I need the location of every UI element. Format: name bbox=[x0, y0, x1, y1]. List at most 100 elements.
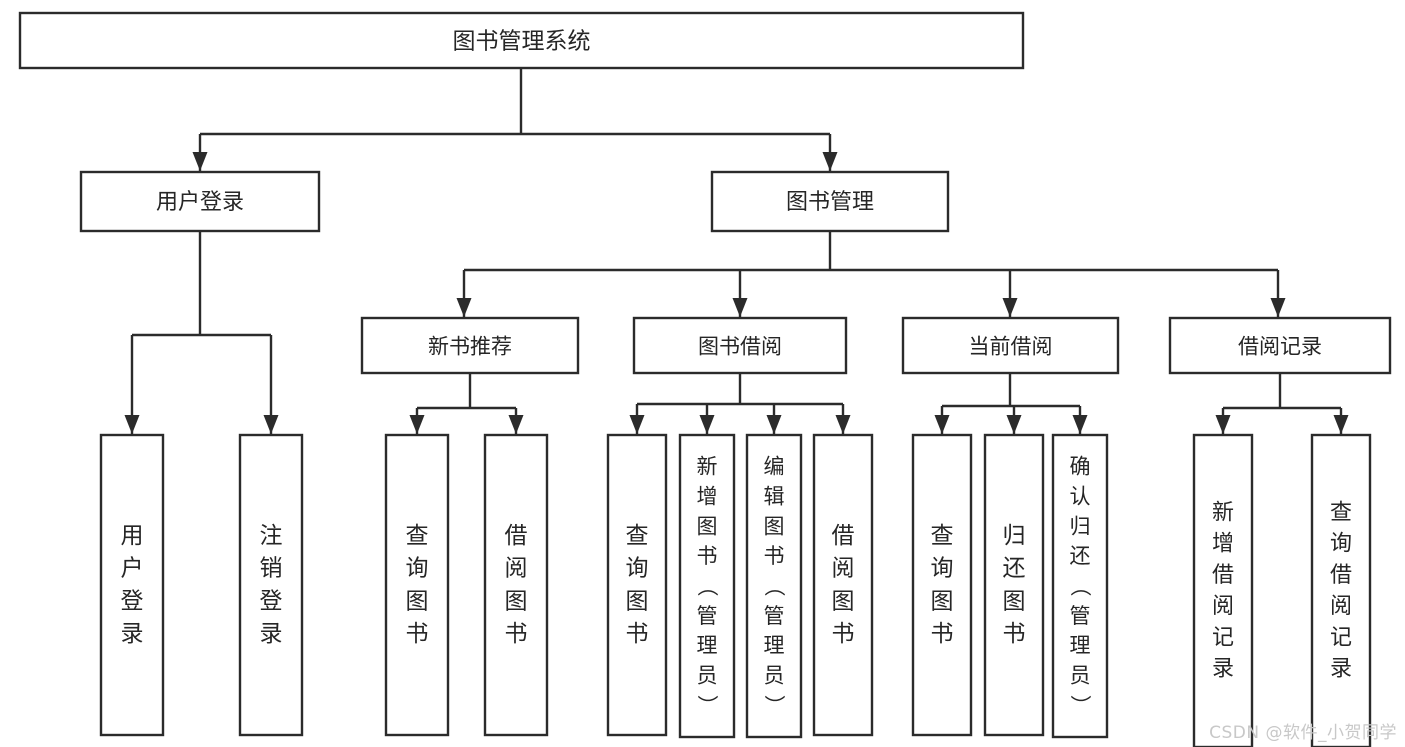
svg-text:还: 还 bbox=[1070, 544, 1091, 568]
nodes-layer: 图书管理系统用户登录图书管理新书推荐图书借阅当前借阅借阅记录用户登录注销登录查询… bbox=[18, 11, 1392, 747]
svg-text:记: 记 bbox=[1212, 625, 1234, 650]
level1-label: 用户登录 bbox=[156, 190, 244, 215]
leaf-box[interactable] bbox=[745, 433, 803, 739]
svg-text:注: 注 bbox=[260, 523, 283, 549]
leaf-box[interactable] bbox=[1310, 433, 1372, 747]
svg-text:询: 询 bbox=[626, 556, 649, 582]
svg-text:录: 录 bbox=[121, 621, 144, 647]
level1-box[interactable] bbox=[79, 170, 321, 233]
leaf-box[interactable] bbox=[238, 433, 304, 737]
svg-text:书: 书 bbox=[931, 621, 954, 647]
svg-text:书: 书 bbox=[764, 544, 785, 568]
level2-box[interactable] bbox=[632, 316, 848, 375]
connector-user-login-to-leaves bbox=[124, 231, 279, 434]
svg-text:图: 图 bbox=[931, 588, 954, 614]
svg-text:录: 录 bbox=[1330, 657, 1352, 682]
root-label: 图书管理系统 bbox=[453, 29, 591, 55]
leaf-box[interactable] bbox=[983, 433, 1045, 737]
level2-box[interactable] bbox=[360, 316, 580, 375]
level2-label: 图书借阅 bbox=[698, 335, 782, 359]
svg-text:图: 图 bbox=[626, 588, 649, 614]
connector-book-borrow-to-leaves bbox=[629, 373, 851, 434]
svg-text:员: 员 bbox=[697, 663, 718, 687]
svg-text:（: （ bbox=[762, 576, 786, 597]
svg-text:增: 增 bbox=[697, 485, 718, 509]
node-book-management[interactable]: 图书管理 bbox=[710, 170, 950, 233]
leaf-box[interactable] bbox=[911, 433, 973, 737]
svg-text:）: ） bbox=[695, 695, 719, 716]
leaf-box[interactable] bbox=[483, 433, 549, 737]
svg-text:查: 查 bbox=[626, 523, 649, 549]
svg-text:管: 管 bbox=[764, 604, 785, 628]
svg-text:借: 借 bbox=[1212, 563, 1234, 588]
svg-text:阅: 阅 bbox=[1212, 594, 1234, 619]
node-root[interactable]: 图书管理系统 bbox=[18, 11, 1025, 70]
leaf-box[interactable] bbox=[678, 433, 736, 739]
leaf-box[interactable] bbox=[606, 433, 668, 737]
level1-box[interactable] bbox=[710, 170, 950, 233]
svg-text:登: 登 bbox=[260, 588, 283, 614]
svg-text:图: 图 bbox=[697, 514, 718, 538]
svg-text:（: （ bbox=[695, 576, 719, 597]
level2-label: 新书推荐 bbox=[428, 335, 512, 359]
leaf-box[interactable] bbox=[99, 433, 165, 737]
connector-root-to-level1 bbox=[192, 68, 838, 171]
svg-text:书: 书 bbox=[1003, 621, 1026, 647]
svg-text:（: （ bbox=[1068, 576, 1092, 597]
svg-text:录: 录 bbox=[1212, 657, 1234, 682]
svg-text:书: 书 bbox=[626, 621, 649, 647]
svg-text:记: 记 bbox=[1330, 625, 1352, 650]
svg-text:）: ） bbox=[762, 695, 786, 716]
node-book-borrow[interactable]: 图书借阅 bbox=[632, 316, 848, 375]
level2-label: 借阅记录 bbox=[1238, 335, 1322, 359]
svg-text:阅: 阅 bbox=[832, 556, 855, 582]
svg-text:）: ） bbox=[1068, 695, 1092, 716]
leaf-box[interactable] bbox=[1051, 433, 1109, 739]
root-box[interactable] bbox=[18, 11, 1025, 70]
node-current-borrow[interactable]: 当前借阅 bbox=[901, 316, 1120, 375]
svg-text:新: 新 bbox=[697, 455, 718, 479]
connector-new-book-recommend-to-leaves bbox=[409, 373, 524, 434]
leaf-box[interactable] bbox=[812, 433, 874, 737]
node-new-book-recommend[interactable]: 新书推荐 bbox=[360, 316, 580, 375]
svg-text:销: 销 bbox=[260, 556, 283, 582]
svg-text:图: 图 bbox=[406, 588, 429, 614]
edges-layer bbox=[124, 68, 1349, 434]
svg-text:借: 借 bbox=[505, 523, 528, 549]
node-borrow-record[interactable]: 借阅记录 bbox=[1168, 316, 1392, 375]
svg-text:新: 新 bbox=[1212, 500, 1234, 525]
svg-text:辑: 辑 bbox=[764, 485, 785, 509]
leaf-box[interactable] bbox=[1192, 433, 1254, 747]
svg-text:编: 编 bbox=[764, 455, 785, 479]
leaf-leaf-user-login[interactable]: 用户登录 bbox=[99, 433, 165, 737]
csdn-watermark: CSDN @软件_小贺同学 bbox=[1209, 723, 1397, 743]
level2-label: 当前借阅 bbox=[969, 335, 1053, 359]
connector-borrow-record-to-leaves bbox=[1215, 373, 1349, 434]
level2-box[interactable] bbox=[1168, 316, 1392, 375]
leaf-box[interactable] bbox=[384, 433, 450, 737]
node-user-login[interactable]: 用户登录 bbox=[79, 170, 321, 233]
level2-box[interactable] bbox=[901, 316, 1120, 375]
